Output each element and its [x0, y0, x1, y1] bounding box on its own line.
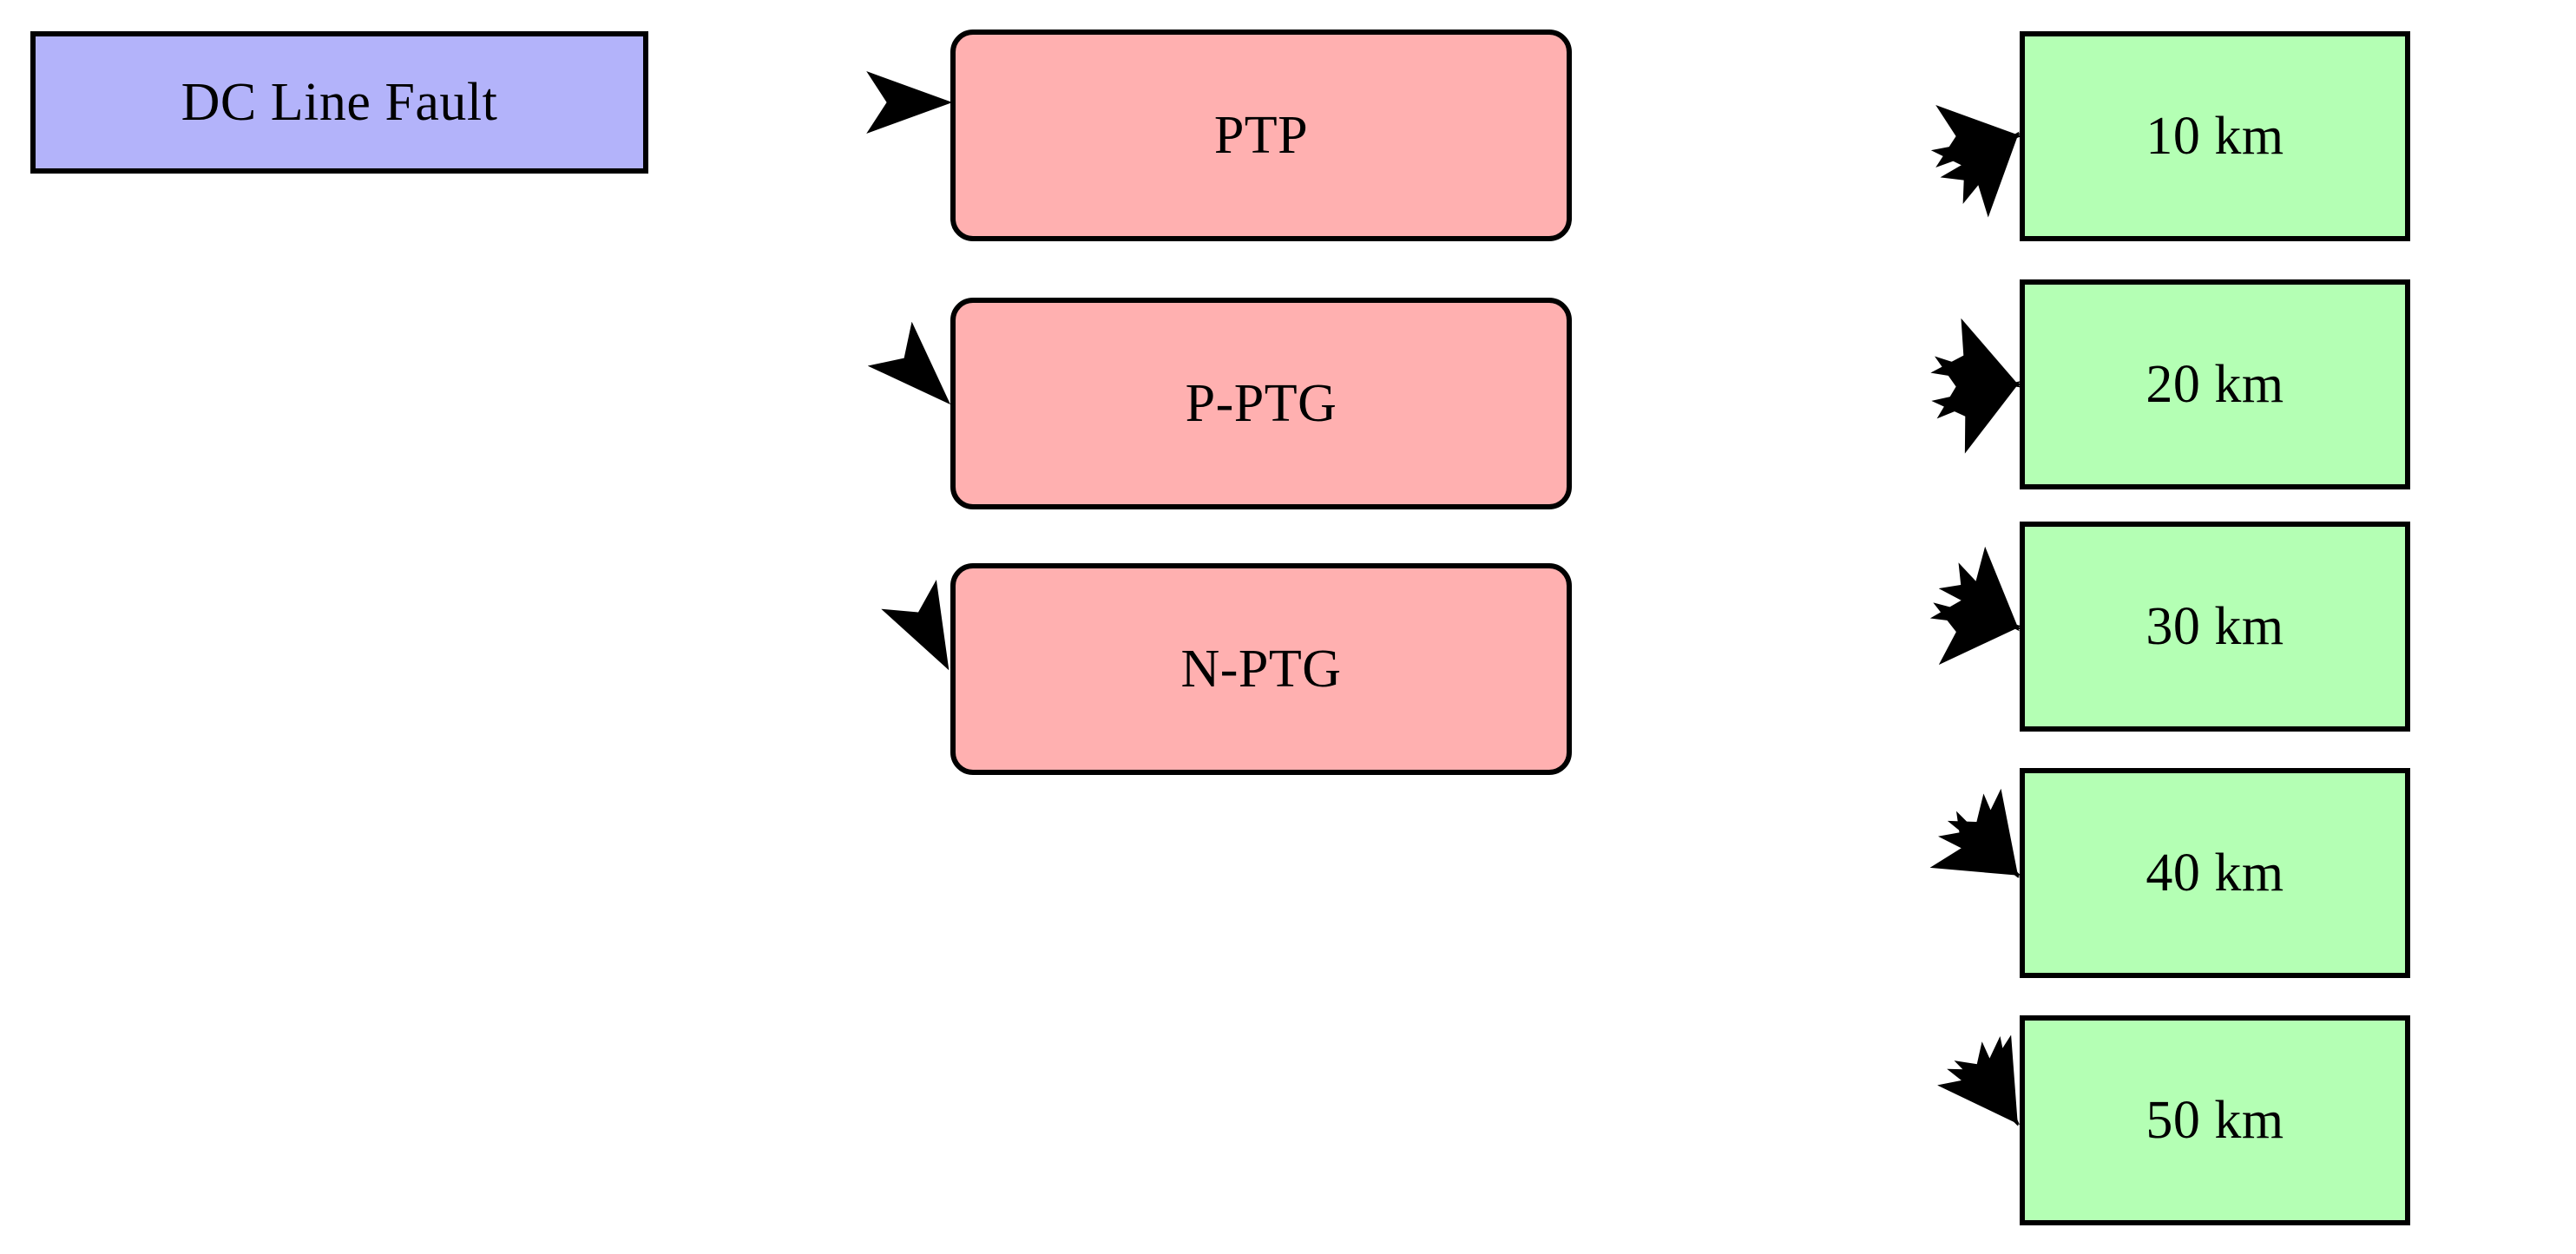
- edge-group-p-ptg: [1929, 133, 2022, 1126]
- edge-p-ptg-to-d10: [1930, 133, 2021, 204]
- node-p-ptg[interactable]: P-PTG: [950, 298, 1572, 509]
- node-distance-20km-label: 20 km: [2146, 355, 2284, 414]
- edge-dc-line-fault-to-p-ptg: [867, 321, 951, 405]
- node-p-ptg-label: P-PTG: [1185, 374, 1337, 433]
- node-dc-line-fault[interactable]: DC Line Fault: [30, 31, 648, 174]
- edge-ptp-to-d50: [1954, 1034, 2018, 1126]
- node-distance-10km[interactable]: 10 km: [2020, 31, 2410, 241]
- node-n-ptg-label: N-PTG: [1180, 640, 1342, 699]
- node-distance-30km-label: 30 km: [2146, 597, 2284, 656]
- edge-ptp-to-d30: [1938, 546, 2020, 632]
- node-distance-50km-label: 50 km: [2146, 1091, 2284, 1150]
- edge-p-ptg-to-d30: [1929, 562, 2021, 630]
- node-distance-10km-label: 10 km: [2146, 107, 2284, 166]
- edge-group-n-ptg: [1929, 131, 2022, 1126]
- edge-dc-line-fault-to-n-ptg: [881, 580, 950, 671]
- edge-p-ptg-to-d50: [1947, 1035, 2019, 1126]
- node-distance-40km-label: 40 km: [2146, 844, 2284, 903]
- edge-n-ptg-to-d50: [1937, 1041, 2021, 1126]
- edge-p-ptg-to-d40: [1937, 793, 2020, 878]
- edge-group-ptp: [1930, 105, 2022, 1126]
- node-distance-50km[interactable]: 50 km: [2020, 1015, 2410, 1225]
- node-n-ptg[interactable]: N-PTG: [950, 563, 1572, 775]
- edge-group-source-to-fault: [866, 71, 953, 671]
- node-ptp-label: PTP: [1213, 106, 1309, 165]
- node-distance-40km[interactable]: 40 km: [2020, 768, 2410, 978]
- edge-ptp-to-d20: [1930, 318, 2021, 388]
- edge-ptp-to-d40: [1947, 788, 2019, 879]
- edge-n-ptg-to-d30: [1933, 602, 2022, 666]
- edge-n-ptg-to-d20: [1931, 381, 2021, 454]
- edge-n-ptg-to-d10: [1940, 131, 2020, 218]
- node-dc-line-fault-label: DC Line Fault: [181, 73, 498, 132]
- node-distance-30km[interactable]: 30 km: [2020, 522, 2410, 732]
- node-distance-20km[interactable]: 20 km: [2020, 279, 2410, 489]
- edge-n-ptg-to-d40: [1929, 811, 2021, 876]
- edge-p-ptg-to-d20: [1934, 356, 2022, 419]
- node-ptp[interactable]: PTP: [950, 30, 1572, 241]
